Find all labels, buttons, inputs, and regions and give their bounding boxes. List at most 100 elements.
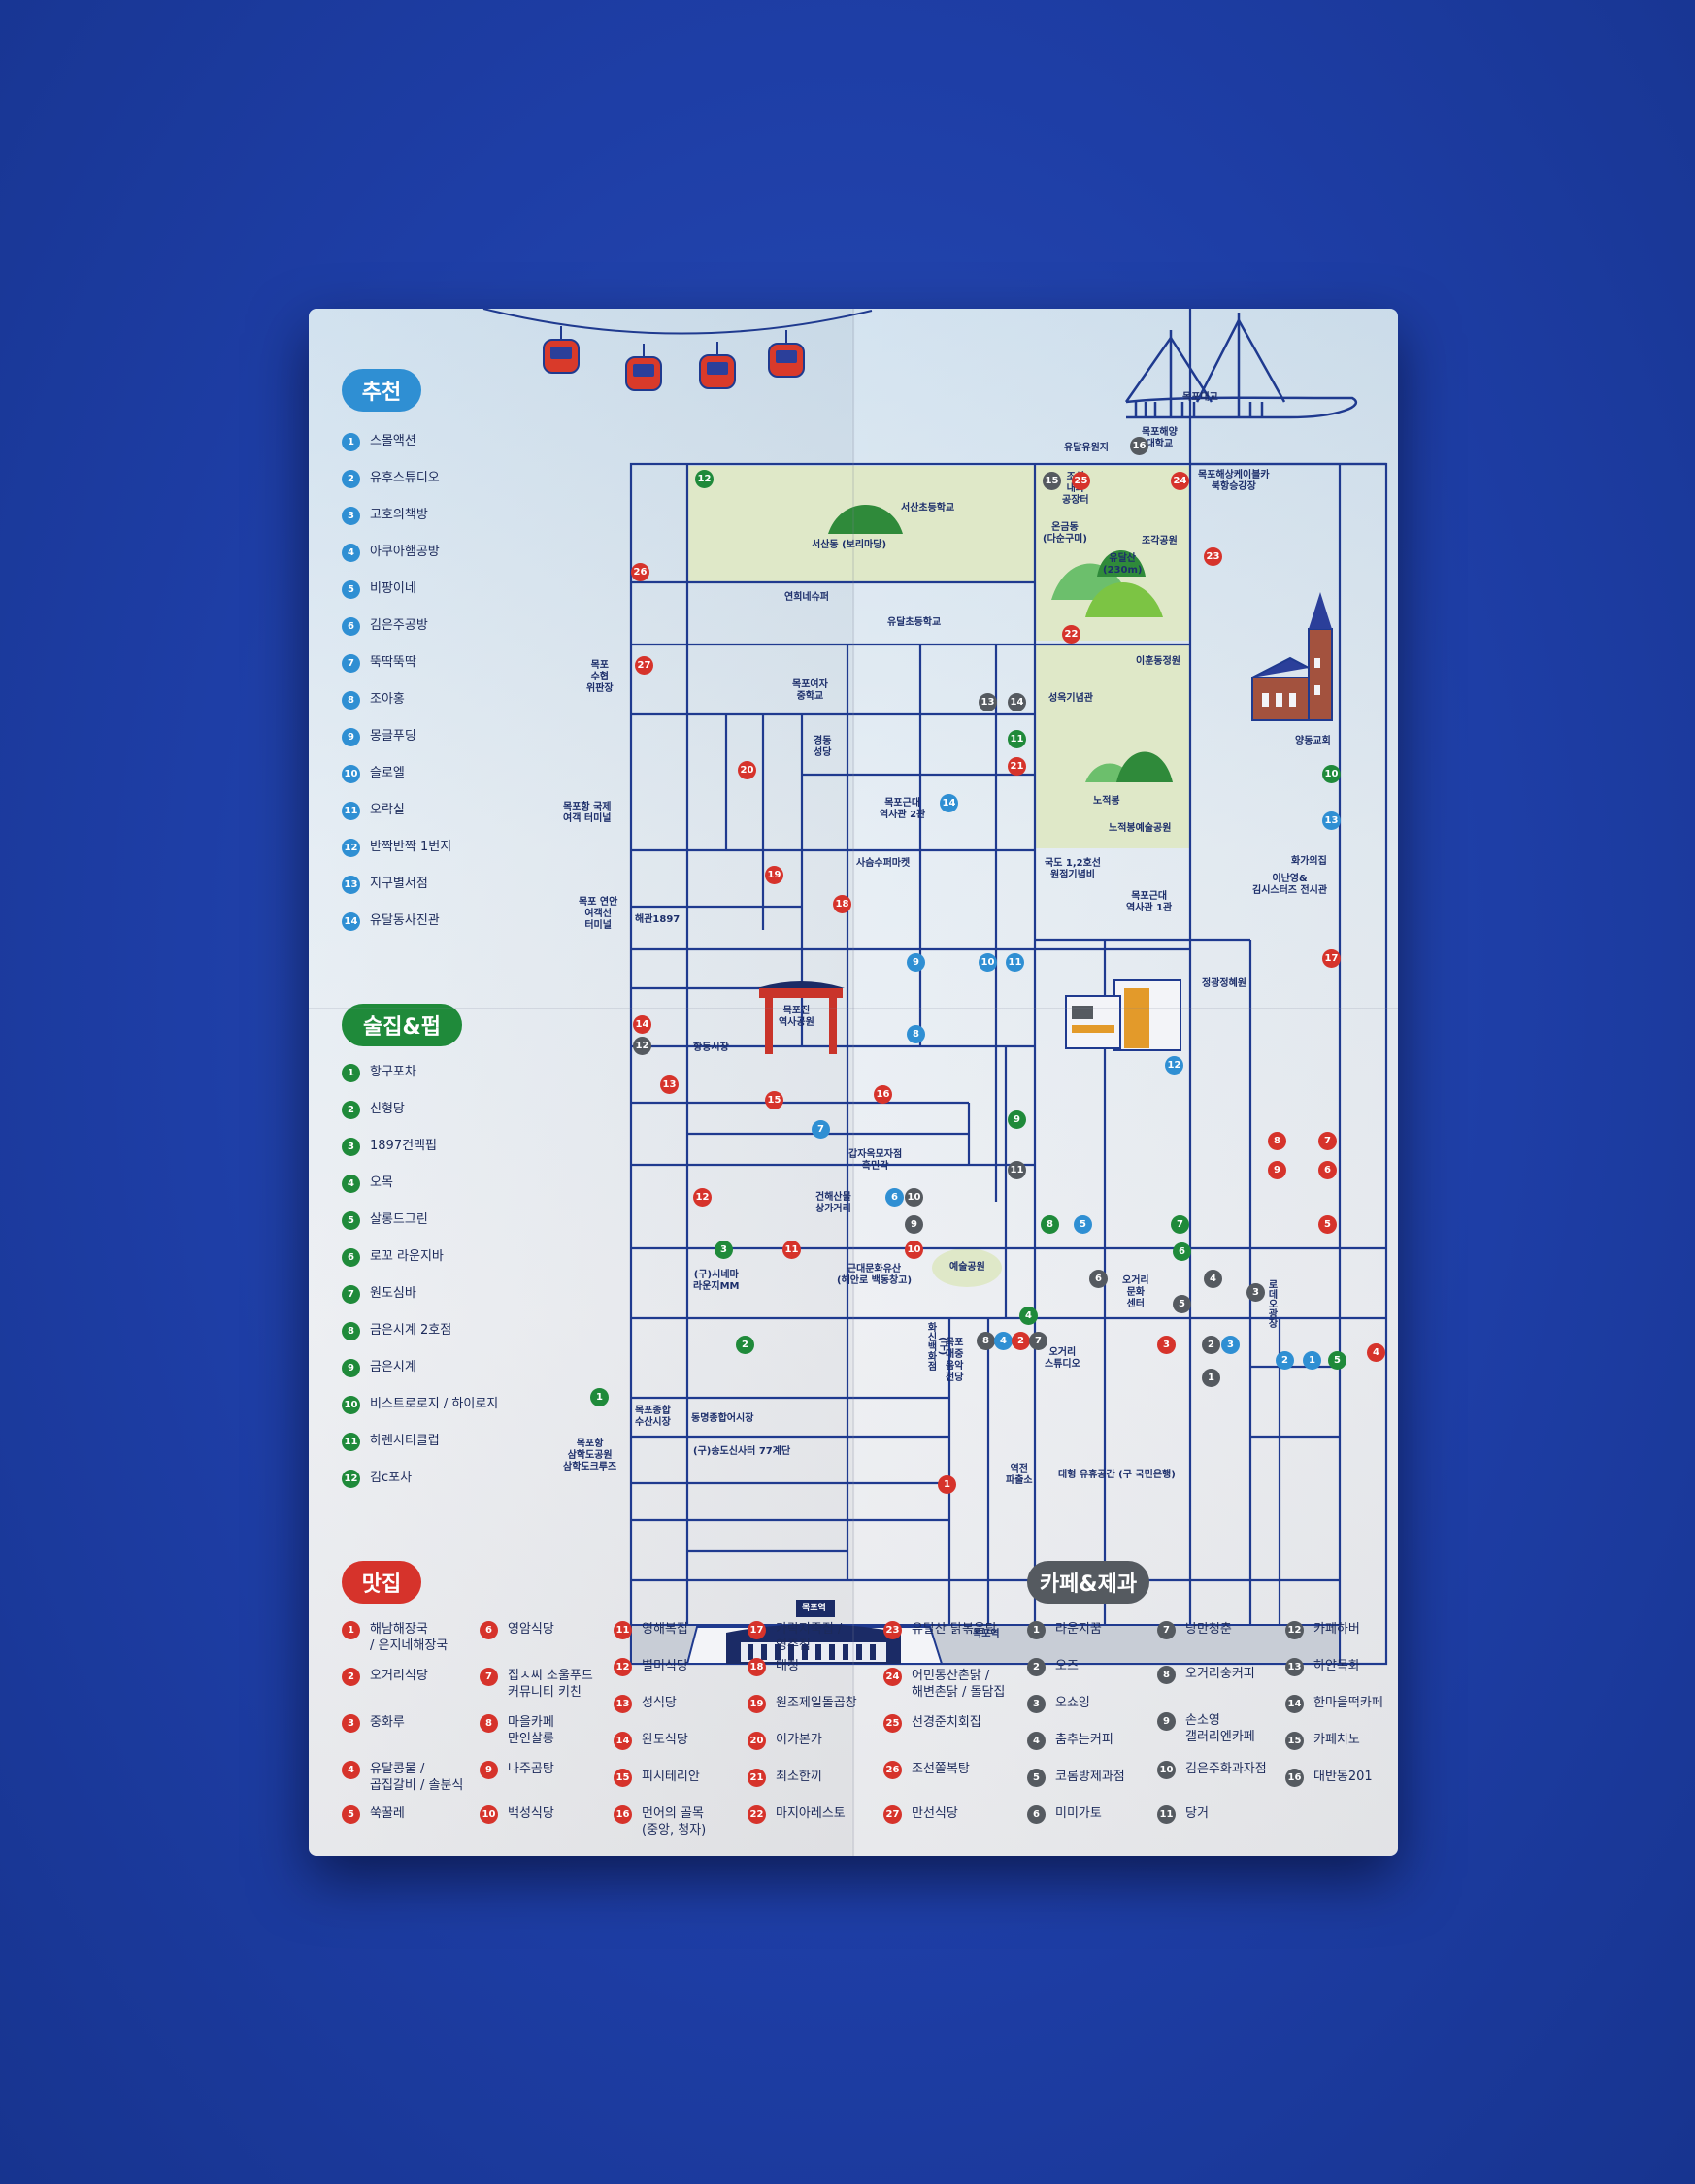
marker-number-icon: 12 xyxy=(342,839,360,857)
legend-item-label: 대청 xyxy=(776,1659,799,1673)
marker-number-icon: 1 xyxy=(342,1064,360,1082)
map-label-modern-culture: 근대문화유산(해안로 백동창고) xyxy=(837,1264,913,1286)
legend-item-label: 오쇼잉 xyxy=(1055,1696,1090,1710)
legend-item-label: 성식당 xyxy=(642,1696,677,1710)
marker-number-icon: 4 xyxy=(342,544,360,562)
marker-number-icon: 3 xyxy=(1027,1695,1046,1713)
marker-number-icon: 11 xyxy=(1157,1805,1176,1824)
church-icon xyxy=(1251,592,1333,721)
legend-item-label: 금은시계 xyxy=(370,1360,416,1374)
marker-number-icon: 1 xyxy=(342,1621,360,1639)
legend-item-label: 대반동201 xyxy=(1313,1770,1373,1784)
map-marker-red-3-icon: 3 xyxy=(1157,1336,1176,1354)
section-pill-bars: 술집&펍 xyxy=(342,1004,462,1046)
marker-number-icon: 17 xyxy=(748,1621,766,1639)
map-marker-red-18-icon: 18 xyxy=(833,895,851,913)
bridge-icon xyxy=(1124,313,1358,419)
map-marker-red-9-icon: 9 xyxy=(1268,1161,1286,1179)
legend-item-label: 한마을떡카페 xyxy=(1313,1696,1383,1710)
map-label-dongmyeong: 동명종합어시장 xyxy=(691,1413,754,1424)
legend-item-bar: 9 금은시계 xyxy=(342,1359,416,1377)
marker-number-icon: 5 xyxy=(1027,1769,1046,1787)
marker-number-icon: 6 xyxy=(480,1621,498,1639)
map-marker-gray-2-icon: 2 xyxy=(1202,1336,1220,1354)
legend-item-label: 몽글푸딩 xyxy=(370,729,416,744)
map-marker-red-19-icon: 19 xyxy=(765,866,783,884)
marker-number-icon: 9 xyxy=(342,1359,360,1377)
fold-line-horizontal xyxy=(309,1008,1398,1009)
marker-number-icon: 5 xyxy=(342,580,360,599)
cablecar-wire xyxy=(482,309,873,335)
legend-item-label: 오목 xyxy=(370,1175,393,1190)
map-marker-gray-14-icon: 14 xyxy=(1008,693,1026,711)
legend-item-label: 1897건맥펍 xyxy=(370,1139,437,1153)
legend-item-label: 뚝딱뚝딱 xyxy=(370,655,416,670)
map-marker-red-22-icon: 22 xyxy=(1062,625,1080,644)
marker-number-icon: 7 xyxy=(342,654,360,673)
road-grid xyxy=(629,309,1388,1666)
map-marker-gray-11-icon: 11 xyxy=(1008,1161,1026,1179)
legend-item-label: 오거리식당 xyxy=(370,1669,428,1683)
map-marker-green-3-icon: 3 xyxy=(715,1241,733,1259)
legend-item-label: 유달산 닭볶음탕 xyxy=(912,1622,997,1637)
map-marker-gray-4-icon: 4 xyxy=(1204,1270,1222,1288)
map-label-ongeum-dong: 온금동(다순구미) xyxy=(1043,522,1087,545)
legend-item-label: 당거 xyxy=(1185,1806,1209,1821)
legend-item-label: 비스트로로지 / 하이로지 xyxy=(370,1397,499,1411)
marker-number-icon: 3 xyxy=(342,1138,360,1156)
marker-number-icon: 11 xyxy=(342,1433,360,1451)
marker-number-icon: 7 xyxy=(342,1285,360,1304)
cabin-icon xyxy=(699,342,736,389)
map-marker-red-14-icon: 14 xyxy=(633,1015,651,1034)
map-marker-blue-13-icon: 13 xyxy=(1322,811,1341,830)
map-marker-gray-1-icon: 1 xyxy=(1202,1369,1220,1387)
marker-number-icon: 9 xyxy=(480,1761,498,1779)
map-marker-red-4-icon: 4 xyxy=(1367,1343,1385,1362)
marker-number-icon: 22 xyxy=(748,1805,766,1824)
legend-item-label: 코롬방제과점 xyxy=(1055,1770,1125,1784)
map-marker-green-12-icon: 12 xyxy=(695,470,714,488)
map-marker-gray-3-icon: 3 xyxy=(1246,1283,1265,1302)
map-label-seosan-dong: 서산동 (보리마당) xyxy=(812,540,887,550)
map-label-daehyeong: 대형 유휴공간 (구 국민은행) xyxy=(1058,1470,1176,1480)
marker-number-icon: 15 xyxy=(614,1769,632,1787)
map-marker-blue-5-icon: 5 xyxy=(1074,1215,1092,1234)
map-marker-blue-8-icon: 8 xyxy=(907,1025,925,1043)
map-marker-red-21-icon: 21 xyxy=(1008,757,1026,776)
map-label-nojeokbong: 노적봉 xyxy=(1093,796,1120,807)
legend-item-label: 금은시계 2호점 xyxy=(370,1323,452,1338)
map-label-yudalsan: 유달산(230m) xyxy=(1103,553,1143,576)
map-marker-gray-15-icon: 15 xyxy=(1043,472,1061,490)
map-marker-blue-3-icon: 3 xyxy=(1221,1336,1240,1354)
legend-item-label: 신형당 xyxy=(370,1102,405,1116)
map-label-inanyoung: 이난영&김시스터즈 전시관 xyxy=(1252,874,1328,896)
